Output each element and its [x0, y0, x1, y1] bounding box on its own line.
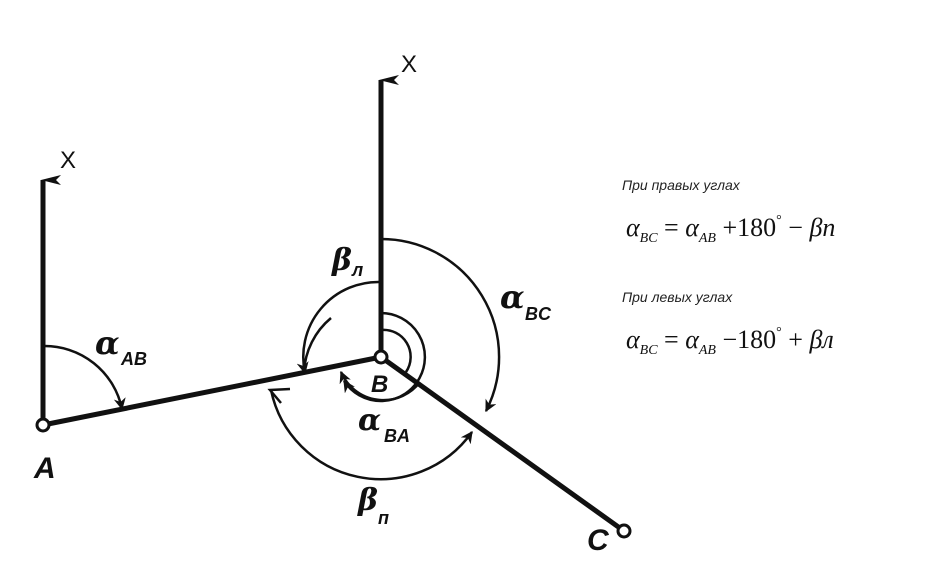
line-bc	[379, 354, 626, 534]
arc-beta-right	[269, 389, 474, 481]
arc-inner-2	[380, 328, 412, 373]
formula-left-angles: При левых углах αBC = αAB −180° + βл	[622, 289, 834, 358]
svg-text:α: α	[358, 403, 381, 438]
svg-text:BC: BC	[525, 304, 552, 324]
point-c-label: C	[587, 524, 610, 557]
arc-alpha-ba	[339, 370, 421, 402]
svg-text:α: α	[95, 324, 120, 362]
svg-text:β: β	[331, 243, 352, 278]
formula-left-caption: При левых углах	[622, 289, 733, 305]
label-beta-left: β л	[331, 243, 363, 280]
arc-alpha-bc	[380, 237, 501, 413]
label-alpha-bc: α BC	[500, 278, 552, 324]
formula-right-expression: αBC = αAB +180° − βп	[626, 213, 835, 246]
arc-beta-right-start	[267, 387, 291, 404]
arc-inner-1	[342, 311, 427, 403]
label-alpha-ba: α BA	[358, 403, 410, 446]
point-a	[35, 417, 51, 433]
north-axis-a-label: X	[60, 147, 76, 174]
point-b	[373, 349, 389, 365]
point-b-label: B	[371, 371, 388, 398]
label-beta-right: β п	[357, 483, 389, 528]
svg-text:BA: BA	[384, 426, 410, 446]
formula-right-angles: При правых углах αBC = αAB +180° − βп	[622, 177, 835, 246]
arc-beta-left	[302, 317, 332, 373]
north-axis-b-label: X	[401, 51, 417, 78]
point-a-label: A	[33, 452, 56, 485]
svg-text:п: п	[378, 508, 389, 528]
formula-left-expression: αBC = αAB −180° + βл	[626, 325, 834, 358]
svg-text:л: л	[351, 260, 363, 280]
arc-beta-left-tail	[296, 280, 382, 375]
formula-right-caption: При правых углах	[622, 177, 741, 193]
svg-text:α: α	[500, 278, 525, 316]
label-alpha-ab: α AB	[95, 324, 147, 369]
line-ab	[42, 354, 382, 428]
svg-text:β: β	[357, 483, 378, 518]
svg-text:AB: AB	[120, 349, 147, 369]
arc-alpha-ab	[42, 344, 126, 411]
point-c	[616, 523, 632, 539]
